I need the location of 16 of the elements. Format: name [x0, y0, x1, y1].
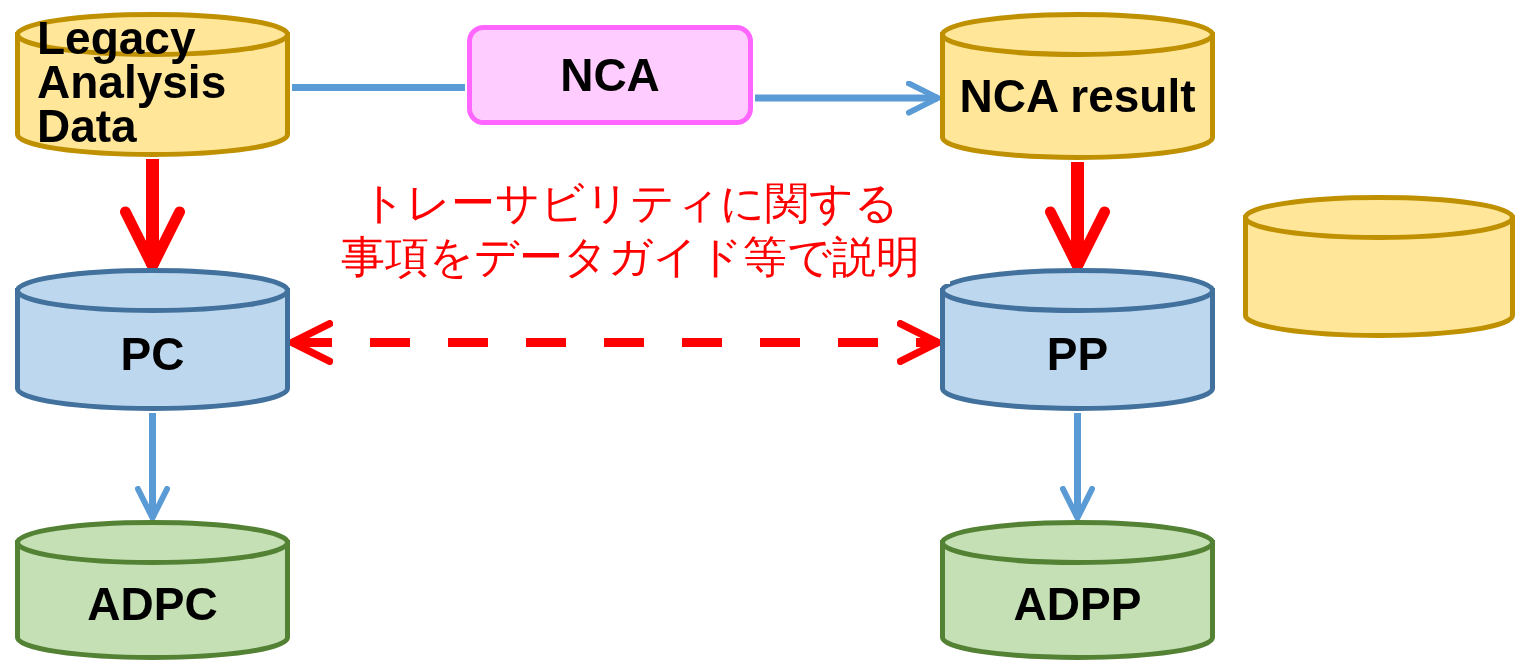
database-cylinder: [15, 12, 290, 157]
node-label: NCA: [559, 53, 661, 97]
database-cylinder: [940, 520, 1215, 660]
database-cylinder: [940, 12, 1215, 160]
database-cylinder: [940, 268, 1215, 411]
process-box: [467, 25, 753, 125]
node-label: Legacy Analysis Data: [37, 16, 228, 148]
database-cylinder: [15, 268, 290, 411]
node-label: PP: [1045, 331, 1110, 376]
node-label: ADPP: [1012, 582, 1143, 626]
node-label: NCA result: [958, 74, 1197, 118]
arrow: [288, 320, 942, 365]
database-cylinder: [1243, 195, 1515, 338]
node-label: PC: [119, 331, 186, 376]
node-label: ADPC: [86, 582, 219, 626]
database-cylinder: [15, 520, 290, 660]
